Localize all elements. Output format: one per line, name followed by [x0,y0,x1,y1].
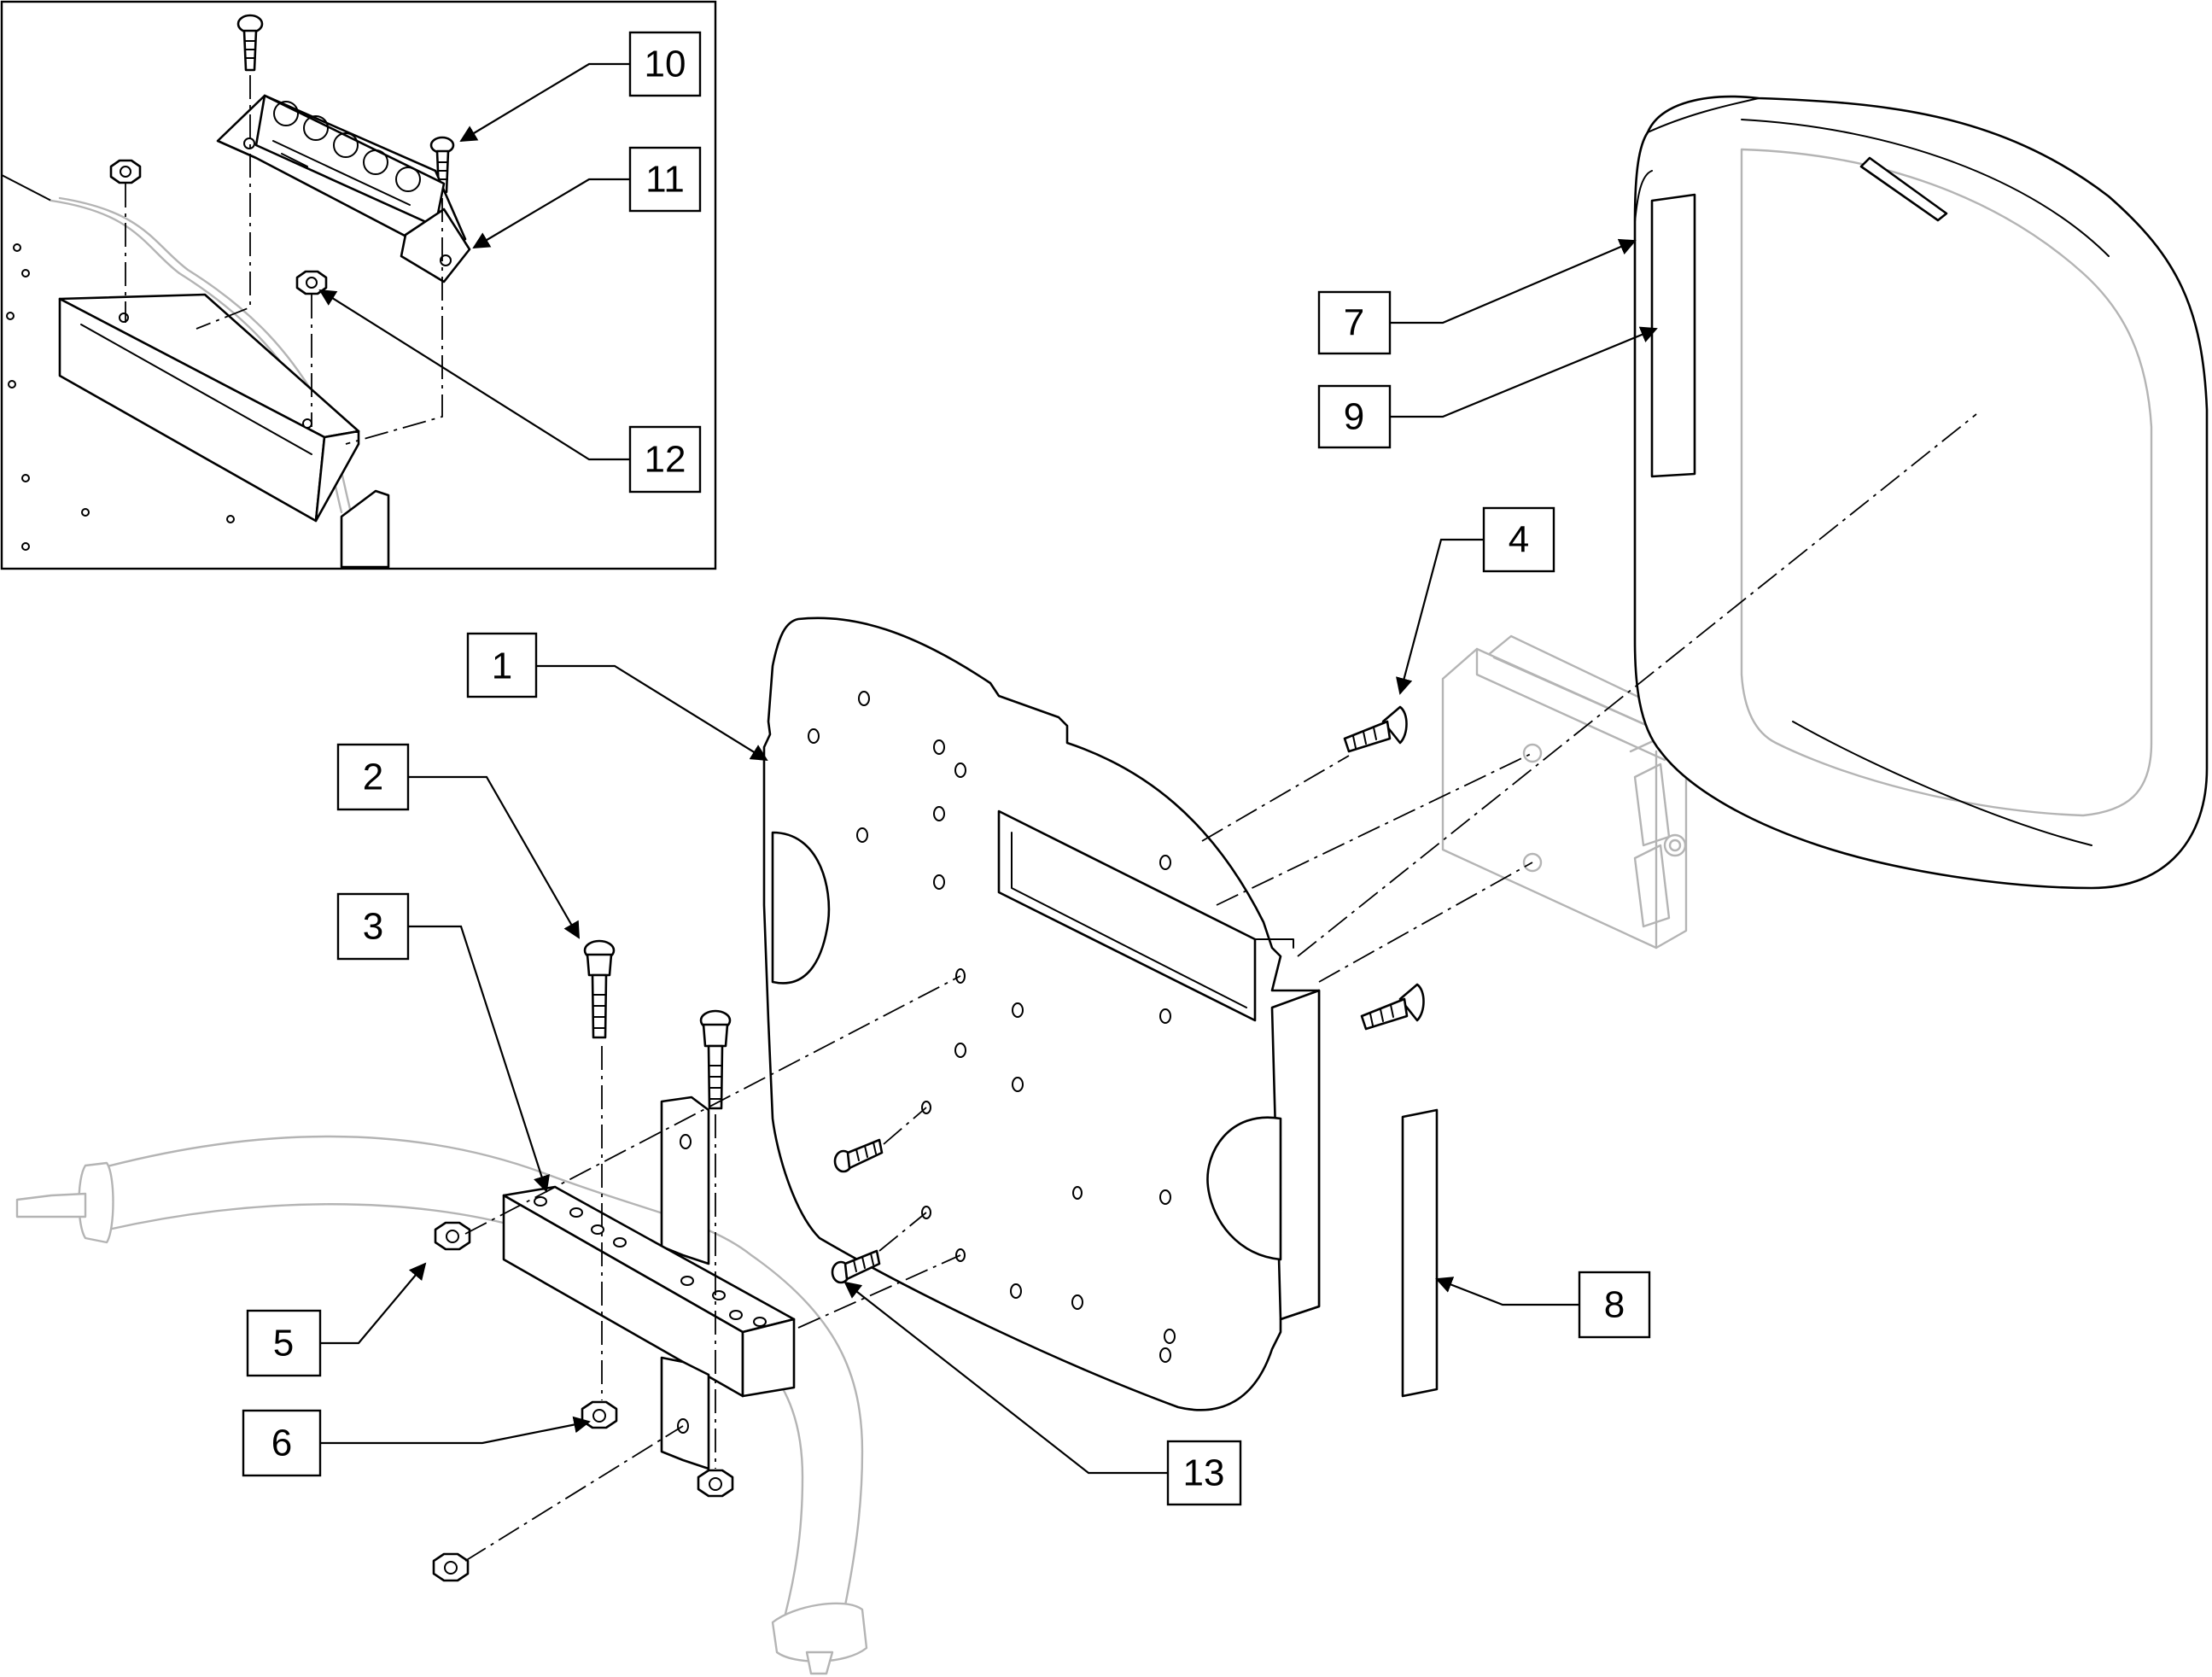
inset-plate-edge [340,489,390,569]
callout-4-label: 4 [1509,519,1529,561]
callout-2-label: 2 [363,757,383,798]
inset-screw-top [236,14,264,72]
callout-10: 10 [628,31,702,97]
callout-3: 3 [336,892,410,961]
inset-connector-block [216,94,471,283]
nut-bottom-left [432,1552,470,1582]
callout-12: 12 [628,425,702,494]
nut-5 [434,1221,471,1251]
callout-6-label: 6 [271,1423,292,1464]
screw-plate-upper [833,1138,884,1173]
callout-10-label: 10 [645,44,686,85]
bolt-long-right [699,1009,732,1110]
callout-12-label: 12 [645,439,686,481]
callout-6: 6 [242,1409,322,1477]
callout-5-label: 5 [273,1323,294,1364]
nut-6 [581,1400,618,1429]
callout-13-label: 13 [1183,1452,1225,1494]
inset-nut-left [109,159,142,184]
inset-tray-bracket [58,293,360,523]
screw-top [1343,705,1408,753]
plate-holes [808,691,1176,1363]
armrest-tube-ghost [15,1135,868,1675]
control-module-ghost [1441,634,1701,950]
main-center-lines [464,413,1977,1562]
inset-nut-right [295,270,328,295]
callout-3-label: 3 [363,906,383,948]
callout-7: 7 [1317,290,1392,355]
mounting-bracket [502,1096,796,1470]
inset-panel-holes [6,243,235,551]
callout-9: 9 [1317,384,1392,449]
callout-13: 13 [1166,1440,1242,1506]
screw-plate-lower [831,1249,881,1284]
bolt-long-left [583,939,616,1039]
nut-bottom-right [697,1469,734,1498]
callout-2: 2 [336,743,410,811]
side-panel-plate [762,616,1321,1411]
callout-4: 4 [1482,506,1555,573]
callout-8-label: 8 [1604,1284,1625,1326]
callout-9-label: 9 [1344,396,1364,438]
callout-11: 11 [628,146,702,213]
detail-inset [0,0,717,570]
label-strip-on-cover [1650,193,1696,478]
detail-frame [0,0,717,570]
inset-panel-edge [1,174,52,202]
callout-7-label: 7 [1344,302,1364,344]
leader-lines [318,62,1658,1475]
callout-11-label: 11 [645,159,685,201]
callout-5: 5 [246,1309,322,1377]
callout-1-label: 1 [492,646,512,687]
label-strip [1401,1108,1439,1398]
inset-center-lines [125,75,443,445]
module-cover [1633,95,2209,890]
callout-1: 1 [466,632,538,698]
callout-8: 8 [1578,1271,1651,1339]
screw-bottom [1360,983,1425,1031]
